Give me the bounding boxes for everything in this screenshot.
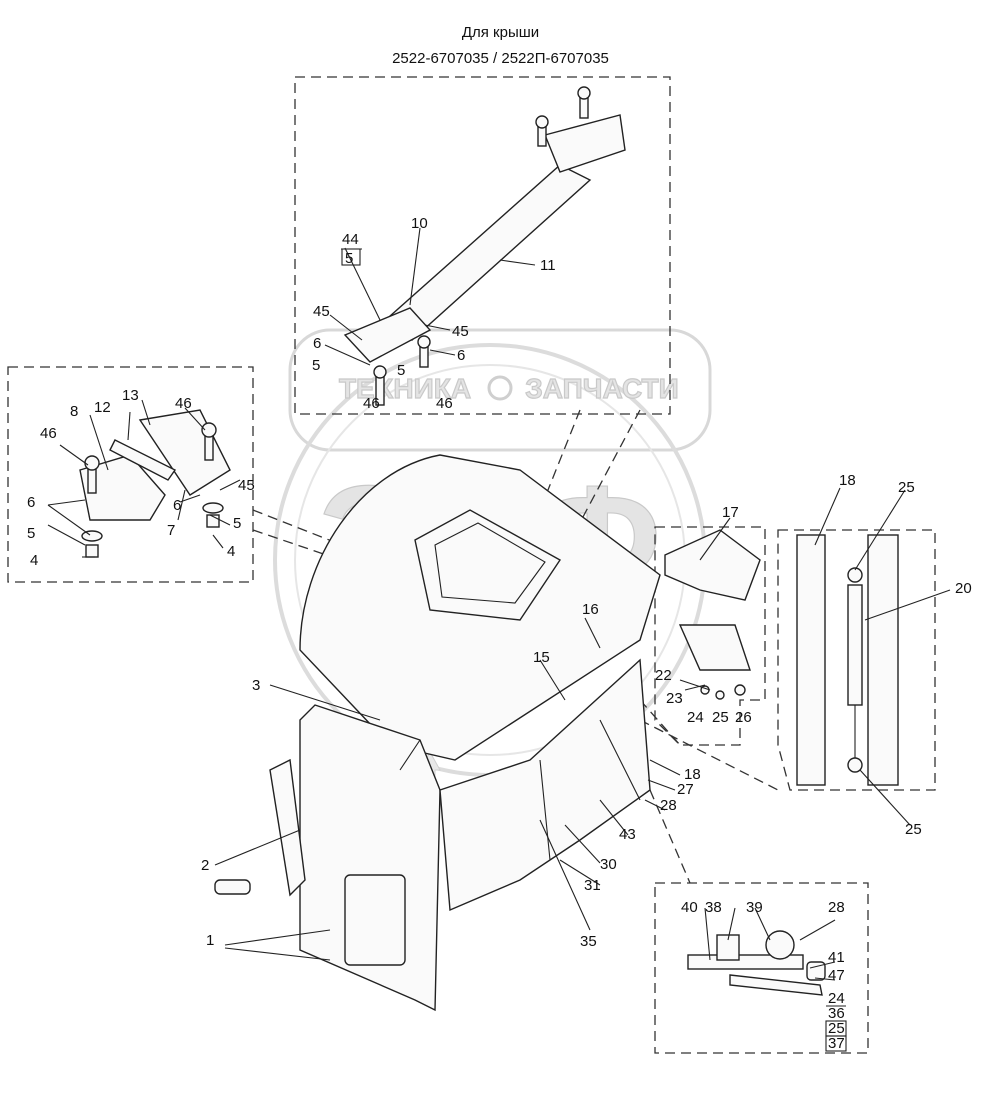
callout-12: 12 bbox=[94, 399, 111, 416]
callout-47: 47 bbox=[828, 967, 845, 984]
callout-13: 13 bbox=[122, 387, 139, 404]
callout-18: 18 bbox=[839, 472, 856, 489]
callout-5: 5 bbox=[27, 525, 35, 542]
callout-25: 25 bbox=[898, 479, 915, 496]
callout-6: 6 bbox=[313, 335, 321, 352]
callout-4: 4 bbox=[30, 552, 38, 569]
callout-44: 44 bbox=[342, 231, 359, 248]
callout-38: 38 bbox=[705, 899, 722, 916]
latch-assembly bbox=[79, 409, 231, 558]
callout-31: 31 bbox=[584, 877, 601, 894]
callout-28: 28 bbox=[660, 797, 677, 814]
callout-6: 6 bbox=[173, 497, 181, 514]
callout-20: 20 bbox=[955, 580, 972, 597]
callout-30: 30 bbox=[600, 856, 617, 873]
callout-40: 40 bbox=[681, 899, 698, 916]
callout-35: 35 bbox=[580, 933, 597, 950]
callout-23: 23 bbox=[666, 690, 683, 707]
leader-dashed bbox=[639, 719, 779, 791]
callout-45: 45 bbox=[238, 477, 255, 494]
detail-frame-strut bbox=[777, 529, 936, 791]
callout-25: 25 bbox=[712, 709, 729, 726]
callout-24: 24 bbox=[687, 709, 704, 726]
callout-17: 17 bbox=[722, 504, 739, 521]
callout-5: 5 bbox=[233, 515, 241, 532]
callout-46: 46 bbox=[175, 395, 192, 412]
diagram-title: Для крыши bbox=[461, 24, 540, 41]
callout-46: 46 bbox=[40, 425, 57, 442]
callout-6: 6 bbox=[457, 347, 465, 364]
bracket-detail bbox=[664, 529, 761, 700]
callout-11: 11 bbox=[540, 257, 556, 274]
callout-5: 5 bbox=[397, 362, 405, 379]
callout-15: 15 bbox=[533, 649, 550, 666]
callout-1: 1 bbox=[206, 932, 214, 949]
leader-dashed bbox=[639, 699, 681, 746]
callout-45: 45 bbox=[313, 303, 330, 320]
callout-27: 27 bbox=[677, 781, 694, 798]
callout-6: 6 bbox=[27, 494, 35, 511]
callout-46: 46 bbox=[436, 395, 453, 412]
callout-36: 36 bbox=[828, 1005, 845, 1022]
strut-detail bbox=[796, 534, 899, 786]
callout-2: 2 bbox=[201, 857, 209, 874]
watermark-brand-left: ТЕХНИКА bbox=[339, 373, 471, 404]
callout-43: 43 bbox=[619, 826, 636, 843]
callout-46: 46 bbox=[363, 395, 380, 412]
gear-icon bbox=[487, 375, 513, 401]
callout-26: 26 bbox=[735, 709, 752, 726]
boxed-callouts bbox=[341, 248, 847, 1052]
callout-39: 39 bbox=[746, 899, 763, 916]
detail-frame-hinge bbox=[294, 76, 671, 415]
fastener-detail bbox=[687, 930, 826, 996]
callout-16: 16 bbox=[582, 601, 599, 618]
diagram-subtitle: 2522-6707035 / 2522П-6707035 bbox=[392, 50, 609, 67]
callout-4: 4 bbox=[227, 543, 235, 560]
watermark-brand-right: ЗАПЧАСТИ bbox=[525, 373, 678, 404]
hinge-assembly bbox=[343, 86, 626, 406]
callout-18: 18 bbox=[684, 766, 701, 783]
cab-body bbox=[214, 454, 661, 1012]
callout-22: 22 bbox=[655, 667, 672, 684]
callout-25: 25 bbox=[905, 821, 922, 838]
callout-5: 5 bbox=[312, 357, 320, 374]
callout-28: 28 bbox=[828, 899, 845, 916]
callout-37: 37 bbox=[828, 1035, 845, 1052]
callout-24: 24 bbox=[828, 990, 845, 1007]
callout-10: 10 bbox=[411, 215, 428, 232]
callout-5: 5 bbox=[345, 250, 353, 267]
callouts: 1 2 3 4 4 5 5 5 5 6 6 6 6 7 8 10 11 12 1… bbox=[27, 215, 972, 1052]
callout-7: 7 bbox=[167, 522, 175, 539]
callout-8: 8 bbox=[70, 403, 78, 420]
leader-lines bbox=[47, 227, 951, 981]
callout-45: 45 bbox=[452, 323, 469, 340]
callout-41: 41 bbox=[828, 949, 845, 966]
callout-3: 3 bbox=[252, 677, 260, 694]
callout-25: 25 bbox=[828, 1020, 845, 1037]
detail-frame-fastener bbox=[654, 882, 869, 1054]
leader-dashed bbox=[559, 409, 641, 561]
detail-frame-latch bbox=[7, 366, 254, 583]
